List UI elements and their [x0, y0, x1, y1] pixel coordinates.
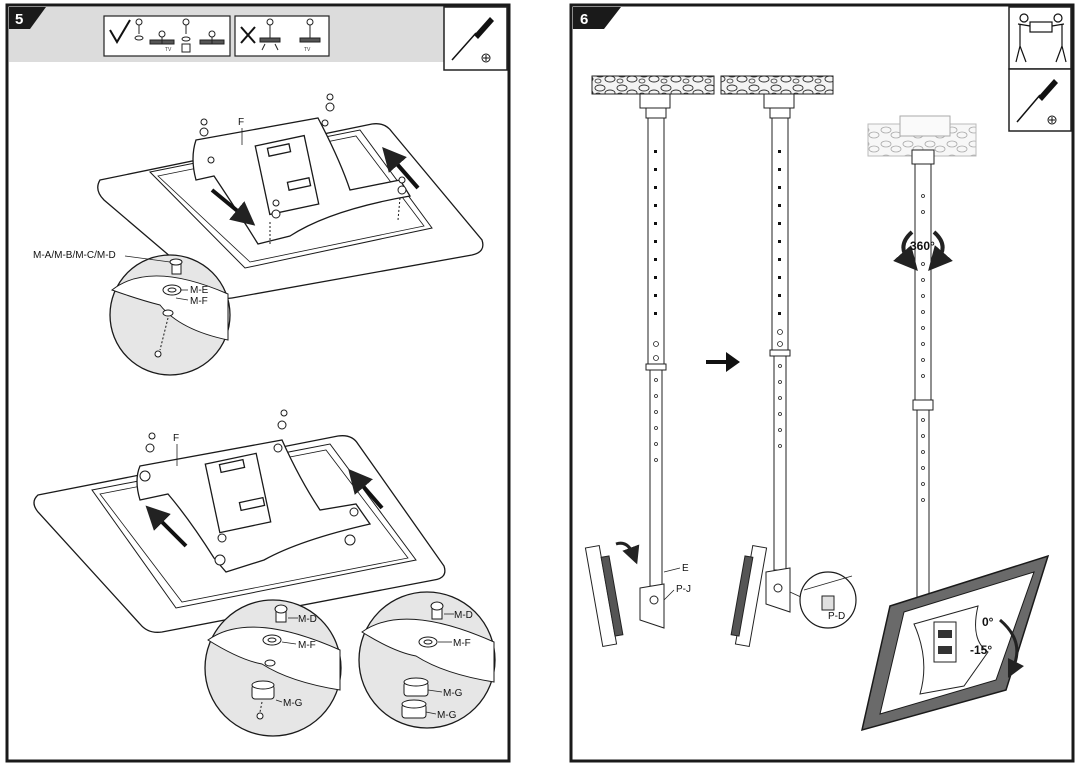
- detail-b-spacer-bottom-label: M-G: [437, 710, 457, 721]
- wrong-usage-box: TV: [234, 15, 330, 57]
- detail-b-washer-label: M-F: [453, 638, 471, 649]
- lower-part-f-label: F: [173, 433, 179, 444]
- screwdriver-icon: [443, 6, 508, 71]
- part-pj-label: P-J: [676, 584, 691, 595]
- upper-tv-assembly: [97, 93, 484, 300]
- detail-a-screw-label: M-D: [298, 614, 317, 625]
- tilt-down-label: -15°: [970, 643, 992, 657]
- upper-detail-circle: [109, 254, 231, 376]
- correct-usage-box: TV: [103, 15, 231, 57]
- step6-number-badge: [573, 7, 621, 29]
- detail-a-washer-label: M-F: [298, 640, 316, 651]
- next-step-arrow: [706, 352, 740, 372]
- detail-b-spacer-top-label: M-G: [443, 688, 463, 699]
- part-e-label: E: [682, 563, 689, 574]
- part-pd-label: P-D: [828, 611, 845, 622]
- step5-number-badge: [9, 7, 46, 29]
- detail-a-spacer-label: M-G: [283, 698, 303, 709]
- washer-f-label: M-F: [190, 296, 208, 307]
- ceiling-pole-second: [720, 75, 857, 648]
- step6-number: 6: [580, 11, 588, 28]
- lower-detail-circle-b: [358, 591, 496, 729]
- correct-tv-tag: TV: [165, 47, 172, 53]
- two-people-lift-icon: [1008, 6, 1072, 70]
- screw-group-label: M-A/M-B/M-C/M-D: [33, 250, 116, 261]
- lower-tv-assembly: [33, 409, 446, 633]
- tilt-up-label: 0°: [982, 615, 994, 629]
- ceiling-pole-first: [584, 75, 715, 648]
- detail-b-screw-label: M-D: [454, 610, 473, 621]
- washer-e-label: M-E: [190, 285, 209, 296]
- cross-icon: [240, 26, 256, 44]
- screwdriver-icon: [1008, 68, 1072, 132]
- step6-panel: 6: [569, 3, 1075, 763]
- upper-part-f-label: F: [238, 117, 244, 128]
- wrong-tv-tag: TV: [304, 47, 311, 53]
- rotation-label: 360°: [910, 239, 935, 253]
- checkmark-icon: [109, 19, 131, 44]
- ceiling-pole-installed: [860, 115, 1050, 732]
- step5-number: 5: [15, 11, 23, 28]
- lower-detail-circle-a: [204, 599, 342, 737]
- step5-panel: 5 TV: [5, 3, 511, 763]
